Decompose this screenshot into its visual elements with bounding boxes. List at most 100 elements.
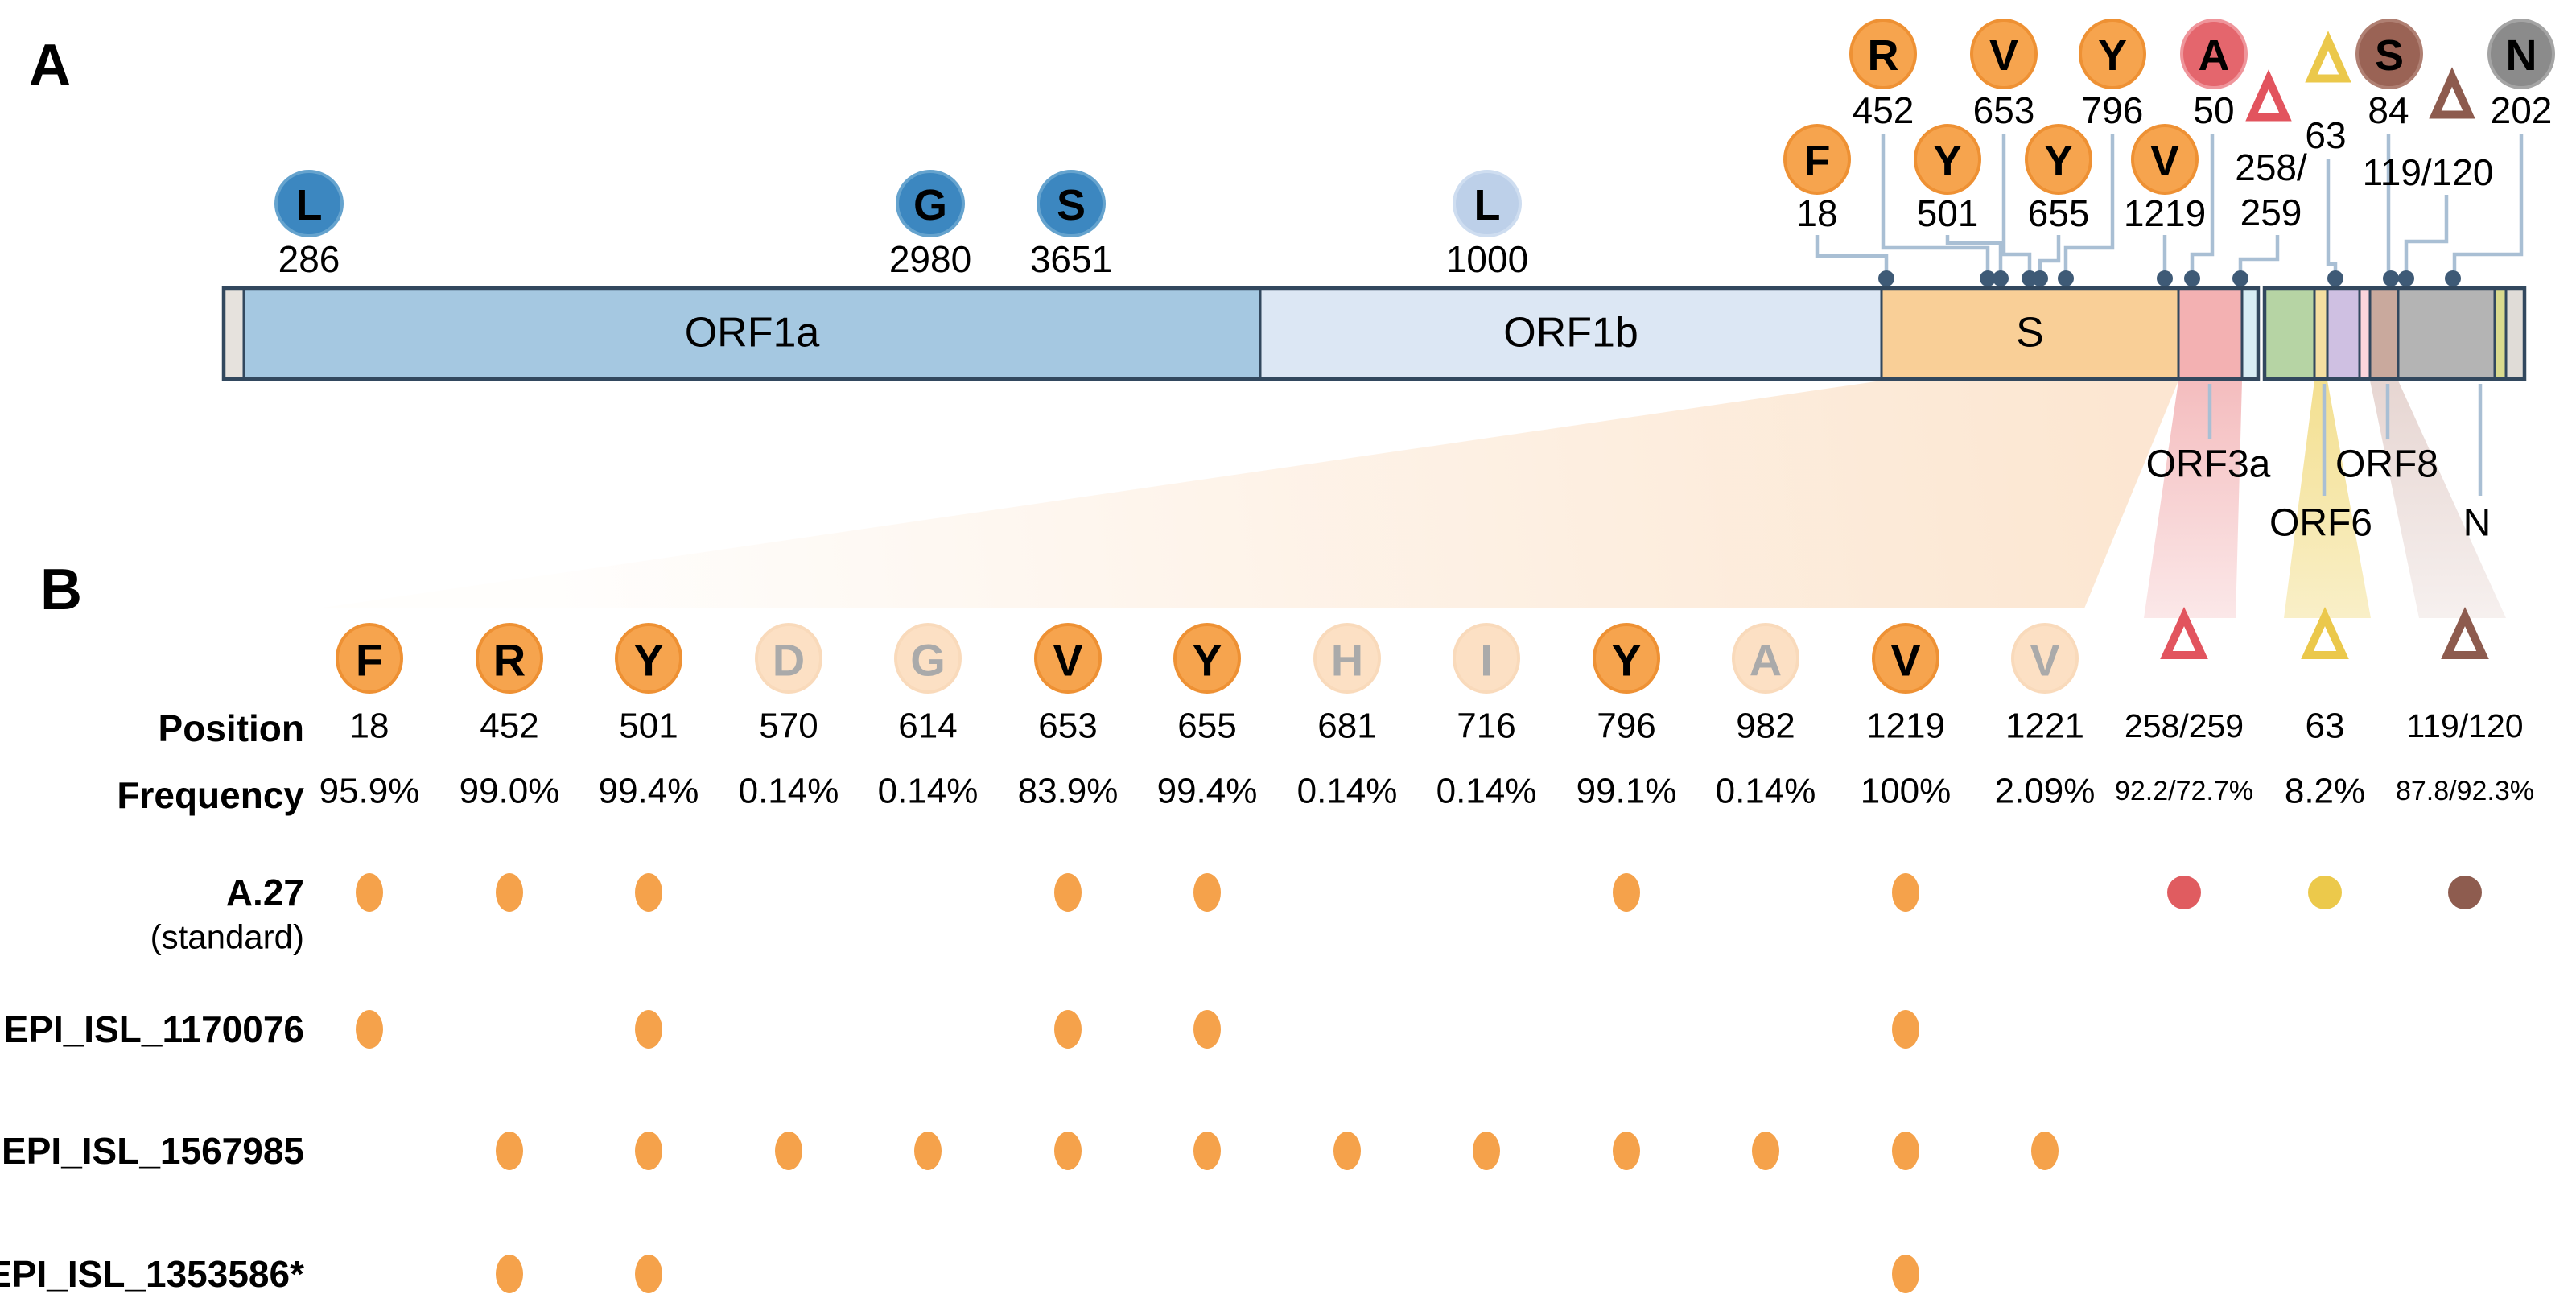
mutation-circle-G2980	[896, 170, 965, 237]
segment-3utr	[2504, 286, 2526, 381]
segment-label-S: S	[2016, 310, 2044, 357]
mutation-letter: R	[1868, 31, 1899, 80]
position-value: 655	[1177, 707, 1236, 746]
mutation-letter: L	[296, 181, 323, 229]
orf6-wedge	[2284, 381, 2371, 618]
residue-letter: G	[910, 635, 946, 686]
frequency-value: 92.2/72.7%	[2115, 776, 2253, 806]
genome-anchor-dot	[1878, 270, 1894, 286]
position-value: 452	[480, 707, 538, 746]
genome-anchor-dot	[2184, 270, 2200, 286]
sample-row-label: EPI_ISL_1353586*	[0, 1253, 304, 1295]
gene-label-ORF3a: ORF3a	[2146, 443, 2271, 486]
residue-marker-501: Y	[615, 623, 682, 694]
genome-box-1	[221, 286, 2261, 381]
mutation-S84: S84	[2355, 19, 2423, 131]
sample-row: EPI_ISL_1353586*	[0, 1253, 1919, 1295]
residue-letter: V	[1053, 635, 1082, 686]
presence-dot	[1193, 1010, 1221, 1049]
panel-a-mutations: L286G2980S3651L1000F18R452Y501V653Y655Y7…	[274, 19, 2555, 280]
mutation-letter: Y	[2098, 31, 2127, 80]
mutation-position: 18	[1796, 192, 1837, 234]
segment-label-ORF1a: ORF1a	[685, 310, 820, 357]
frequency-value: 95.9%	[319, 772, 420, 811]
sample-row: EPI_ISL_1170076	[4, 1008, 1919, 1050]
frequency-value: 99.0%	[460, 772, 560, 811]
mutation-letter: V	[2150, 137, 2179, 185]
residue-marker-681: H	[1313, 623, 1381, 694]
residue-letter: Y	[1611, 635, 1641, 686]
presence-dot	[356, 873, 383, 912]
position-value: 1219	[1866, 707, 1945, 746]
residue-letter: A	[1750, 635, 1782, 686]
deletion-triangle-icon	[2305, 31, 2351, 83]
mutation-circle-L286	[274, 170, 344, 237]
panel-b-label: B	[40, 558, 82, 622]
position-value: 258/259	[2125, 707, 2244, 744]
sample-row: EPI_ISL_1567985	[2, 1130, 2059, 1172]
mutation-circle-S84	[2355, 19, 2423, 89]
residue-circle	[1034, 623, 1102, 694]
segment-label-ORF1b: ORF1b	[1503, 310, 1638, 357]
panel-b-columns: F1895.9%R45299.0%Y50199.4%D5700.14%G6140…	[319, 606, 2534, 811]
sample-row-label: EPI_ISL_1170076	[4, 1008, 304, 1050]
frequency-value: 83.9%	[1018, 772, 1119, 811]
frequency-value: 100%	[1861, 772, 1952, 811]
genome-anchor-dot	[1980, 270, 1996, 286]
frequency-value: 99.4%	[1157, 772, 1258, 811]
presence-dot	[1193, 873, 1221, 912]
mutation-position: 50	[2193, 89, 2234, 131]
mutation-letter: N	[2506, 31, 2537, 80]
presence-dot	[1892, 873, 1919, 912]
residue-circle	[1313, 623, 1381, 694]
residue-letter: V	[2030, 635, 2059, 686]
residue-letter: Y	[633, 635, 663, 686]
position-value: 119/120	[2406, 707, 2523, 744]
mutation-letter: F	[1804, 137, 1831, 185]
residue-marker-614: G	[894, 623, 962, 694]
residue-letter: V	[1890, 635, 1920, 686]
sample-row: A.27(standard)	[150, 872, 2482, 956]
segment-ORF8	[2368, 286, 2400, 381]
segment-ORF7a	[2326, 286, 2361, 381]
mutation-position: 259	[2240, 192, 2302, 233]
genome-anchor-dot	[2383, 270, 2399, 286]
leader-line-452	[1881, 134, 1990, 272]
residue-circle	[476, 623, 543, 694]
frequency-value: 99.4%	[599, 772, 699, 811]
frequency-value: 0.14%	[739, 772, 839, 811]
segment-5utr	[222, 286, 245, 381]
mutation-position: 1219	[2124, 192, 2206, 234]
frequency-value: 8.2%	[2285, 772, 2365, 811]
leader-line-653	[2001, 134, 2032, 272]
leader-line-119/120	[2404, 195, 2449, 272]
presence-dot	[2031, 1132, 2059, 1170]
mutation-circle-R452	[1849, 19, 1917, 89]
presence-dot-colored	[2308, 876, 2342, 909]
mutation-letter: Y	[2044, 137, 2073, 185]
mutation-del119/120: 119/120	[2363, 67, 2493, 193]
mutation-circle-Y655	[2025, 124, 2092, 195]
presence-dot	[1054, 1010, 1082, 1049]
frequency-value: 0.14%	[1297, 772, 1398, 811]
mutation-position: 2980	[889, 238, 971, 280]
residue-letter: Y	[1192, 635, 1222, 686]
segment-ORF10	[2493, 286, 2508, 381]
frequency-value: 87.8/92.3%	[2396, 776, 2534, 806]
position-value: 614	[898, 707, 957, 746]
genome-box-2	[2262, 286, 2527, 381]
mutation-position: 84	[2368, 89, 2409, 131]
presence-dot	[1892, 1132, 1919, 1170]
presence-dot	[1193, 1132, 1221, 1170]
leader-line-501	[1945, 235, 2003, 272]
